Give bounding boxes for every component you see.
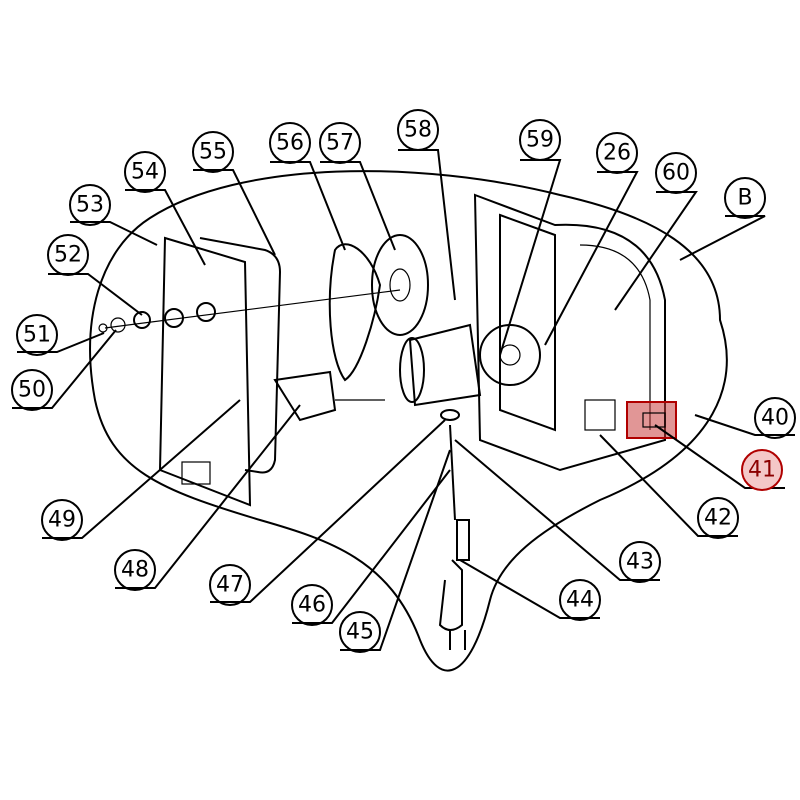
callout-55: 55 <box>192 131 234 173</box>
callout-48: 48 <box>114 549 156 591</box>
svg-text:44: 44 <box>566 588 594 613</box>
svg-text:55: 55 <box>199 140 227 165</box>
svg-text:52: 52 <box>54 243 82 268</box>
svg-text:53: 53 <box>76 193 104 218</box>
svg-text:54: 54 <box>131 160 159 185</box>
callout-26: 26 <box>596 132 638 174</box>
callout-57: 57 <box>319 122 361 164</box>
svg-text:49: 49 <box>48 508 76 533</box>
callout-51: 51 <box>16 314 58 356</box>
svg-text:43: 43 <box>626 550 654 575</box>
svg-text:59: 59 <box>526 128 554 153</box>
callout-49: 49 <box>41 499 83 541</box>
motor <box>399 323 541 407</box>
belt-and-pulley <box>328 234 429 382</box>
callout-60: 60 <box>655 152 697 194</box>
callout-43: 43 <box>619 541 661 583</box>
svg-text:47: 47 <box>216 573 244 598</box>
callout-44: 44 <box>559 579 601 621</box>
part-41-switch-highlight <box>626 401 677 439</box>
svg-text:45: 45 <box>346 620 374 645</box>
back-panel <box>98 236 401 507</box>
svg-text:26: 26 <box>603 141 631 166</box>
svg-text:56: 56 <box>276 131 304 156</box>
callout-B: B <box>724 177 766 219</box>
callout-54: 54 <box>124 151 166 193</box>
power-cord <box>438 409 470 650</box>
svg-text:B: B <box>737 186 752 211</box>
bracket <box>273 370 385 422</box>
callout-53: 53 <box>69 184 111 226</box>
svg-text:58: 58 <box>404 118 432 143</box>
svg-text:46: 46 <box>298 593 326 618</box>
svg-text:48: 48 <box>121 558 149 583</box>
svg-text:50: 50 <box>18 378 46 403</box>
callout-46: 46 <box>291 584 333 626</box>
callout-59: 59 <box>519 119 561 161</box>
group-b-outline <box>89 170 728 672</box>
callout-41-highlighted: 41 <box>741 449 783 491</box>
svg-text:42: 42 <box>704 506 732 531</box>
callout-40: 40 <box>754 397 796 439</box>
svg-text:40: 40 <box>761 406 789 431</box>
housing <box>473 193 666 472</box>
svg-text:60: 60 <box>662 161 690 186</box>
svg-text:51: 51 <box>23 323 51 348</box>
callout-47: 47 <box>209 564 251 606</box>
svg-text:41: 41 <box>748 458 776 483</box>
svg-text:57: 57 <box>326 131 354 156</box>
callout-58: 58 <box>397 109 439 151</box>
callout-56: 56 <box>269 122 311 164</box>
callout-42: 42 <box>697 497 739 539</box>
callout-45: 45 <box>339 611 381 653</box>
callout-52: 52 <box>47 234 89 276</box>
callout-50: 50 <box>11 369 53 411</box>
